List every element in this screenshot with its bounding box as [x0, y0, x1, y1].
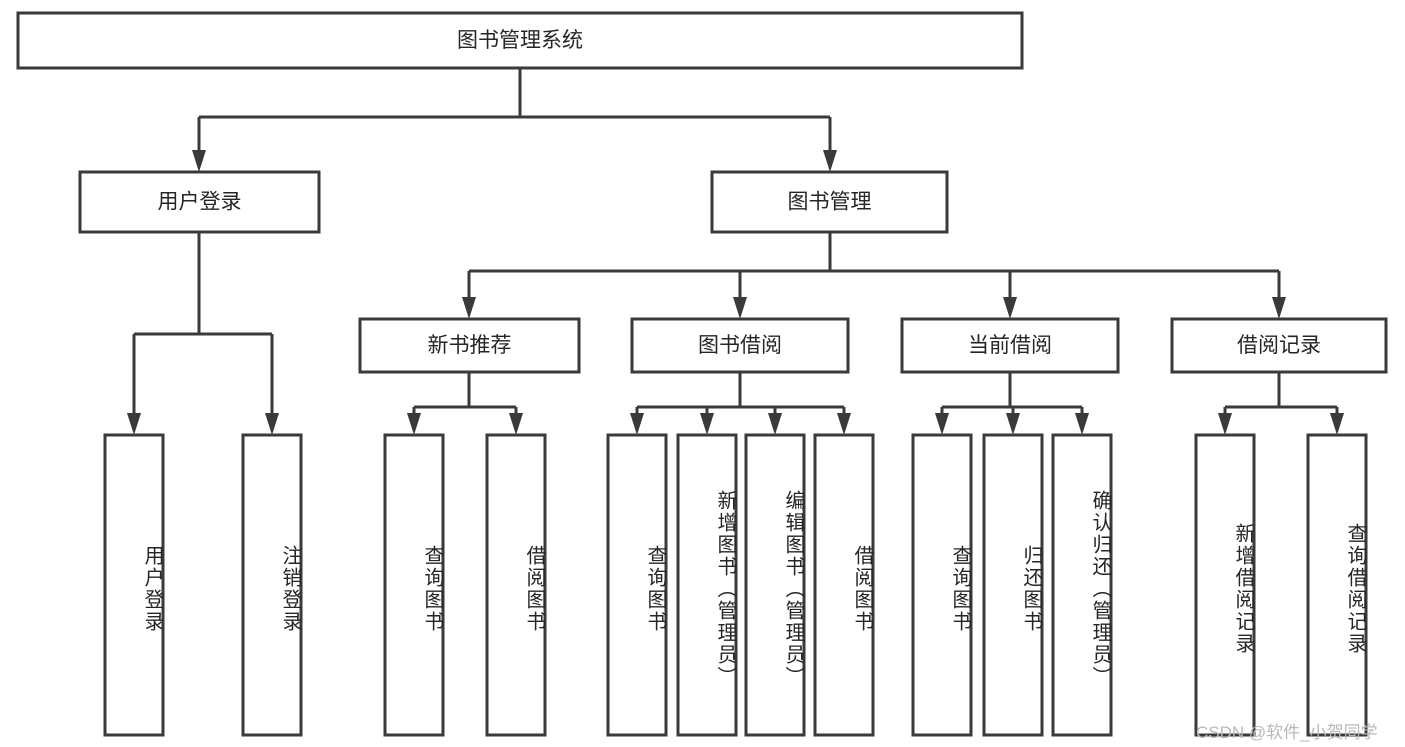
connector-user-login-drop-0-arrowhead — [127, 413, 141, 435]
node-label-root: 图书管理系统 — [457, 29, 583, 52]
connector-book-borrow-drop-2-arrowhead — [768, 413, 782, 435]
connector-current-borrow-drop-2-arrowhead — [1075, 413, 1089, 435]
node-box-borrow-record — [1170, 317, 1388, 374]
node-box-book-manage — [710, 170, 949, 234]
node-box-book-borrow — [630, 317, 850, 374]
node-box-leaf-query-borrow-record — [1306, 433, 1368, 737]
connector-book-borrow-drop-0-arrowhead — [630, 413, 644, 435]
node-box-leaf-borrow-book-recommend — [485, 433, 547, 737]
node-box-new-book-recommend — [358, 317, 581, 374]
node-box-leaf-add-book-admin — [676, 433, 738, 737]
connector-level3-drop-0-arrowhead — [462, 297, 476, 319]
connector-borrow-record-drop-1-arrowhead — [1330, 413, 1344, 435]
connector-level3-drop-1-arrowhead — [733, 297, 747, 319]
node-box-leaf-return-book — [982, 433, 1044, 737]
node-box-current-borrow — [900, 317, 1120, 374]
node-box-leaf-query-book-current — [911, 433, 973, 737]
node-label-book-borrow: 图书借阅 — [698, 334, 782, 357]
connector-user-login-drop-1-arrowhead — [265, 413, 279, 435]
node-box-leaf-query-book-recommend — [383, 433, 445, 737]
connector-level2-drop-1-arrowhead — [823, 150, 837, 172]
connector-level3-drop-3-arrowhead — [1272, 297, 1286, 319]
connector-new-book-recommend-drop-0-arrowhead — [407, 413, 421, 435]
node-label-new-book-recommend: 新书推荐 — [428, 334, 512, 357]
node-label-borrow-record: 借阅记录 — [1237, 334, 1321, 357]
node-label-current-borrow: 当前借阅 — [968, 334, 1052, 357]
node-box-leaf-add-borrow-record — [1194, 433, 1256, 737]
node-label-book-manage: 图书管理 — [788, 191, 872, 214]
connector-current-borrow-drop-1-arrowhead — [1006, 413, 1020, 435]
connector-book-borrow-drop-1-arrowhead — [700, 413, 714, 435]
connector-level2-drop-0-arrowhead — [192, 150, 206, 172]
boxes-layer — [16, 11, 1388, 737]
node-box-leaf-confirm-return-admin — [1051, 433, 1113, 737]
node-box-root — [16, 11, 1024, 70]
connector-level3-drop-2-arrowhead — [1003, 297, 1017, 319]
node-box-leaf-logout-login — [241, 433, 303, 737]
node-box-leaf-user-login — [103, 433, 165, 737]
connector-current-borrow-drop-0-arrowhead — [935, 413, 949, 435]
node-box-leaf-borrow-book — [813, 433, 875, 737]
connector-new-book-recommend-drop-1-arrowhead — [509, 413, 523, 435]
node-box-user-login — [78, 170, 321, 234]
node-box-leaf-edit-book-admin — [744, 433, 806, 737]
node-label-user-login: 用户登录 — [158, 191, 242, 214]
csdn-watermark: CSDN @软件_小贺同学 — [1196, 723, 1378, 742]
connectors-layer — [127, 68, 1344, 435]
node-box-leaf-query-book-borrow — [606, 433, 668, 737]
connector-book-borrow-drop-3-arrowhead — [837, 413, 851, 435]
connector-borrow-record-drop-0-arrowhead — [1218, 413, 1232, 435]
